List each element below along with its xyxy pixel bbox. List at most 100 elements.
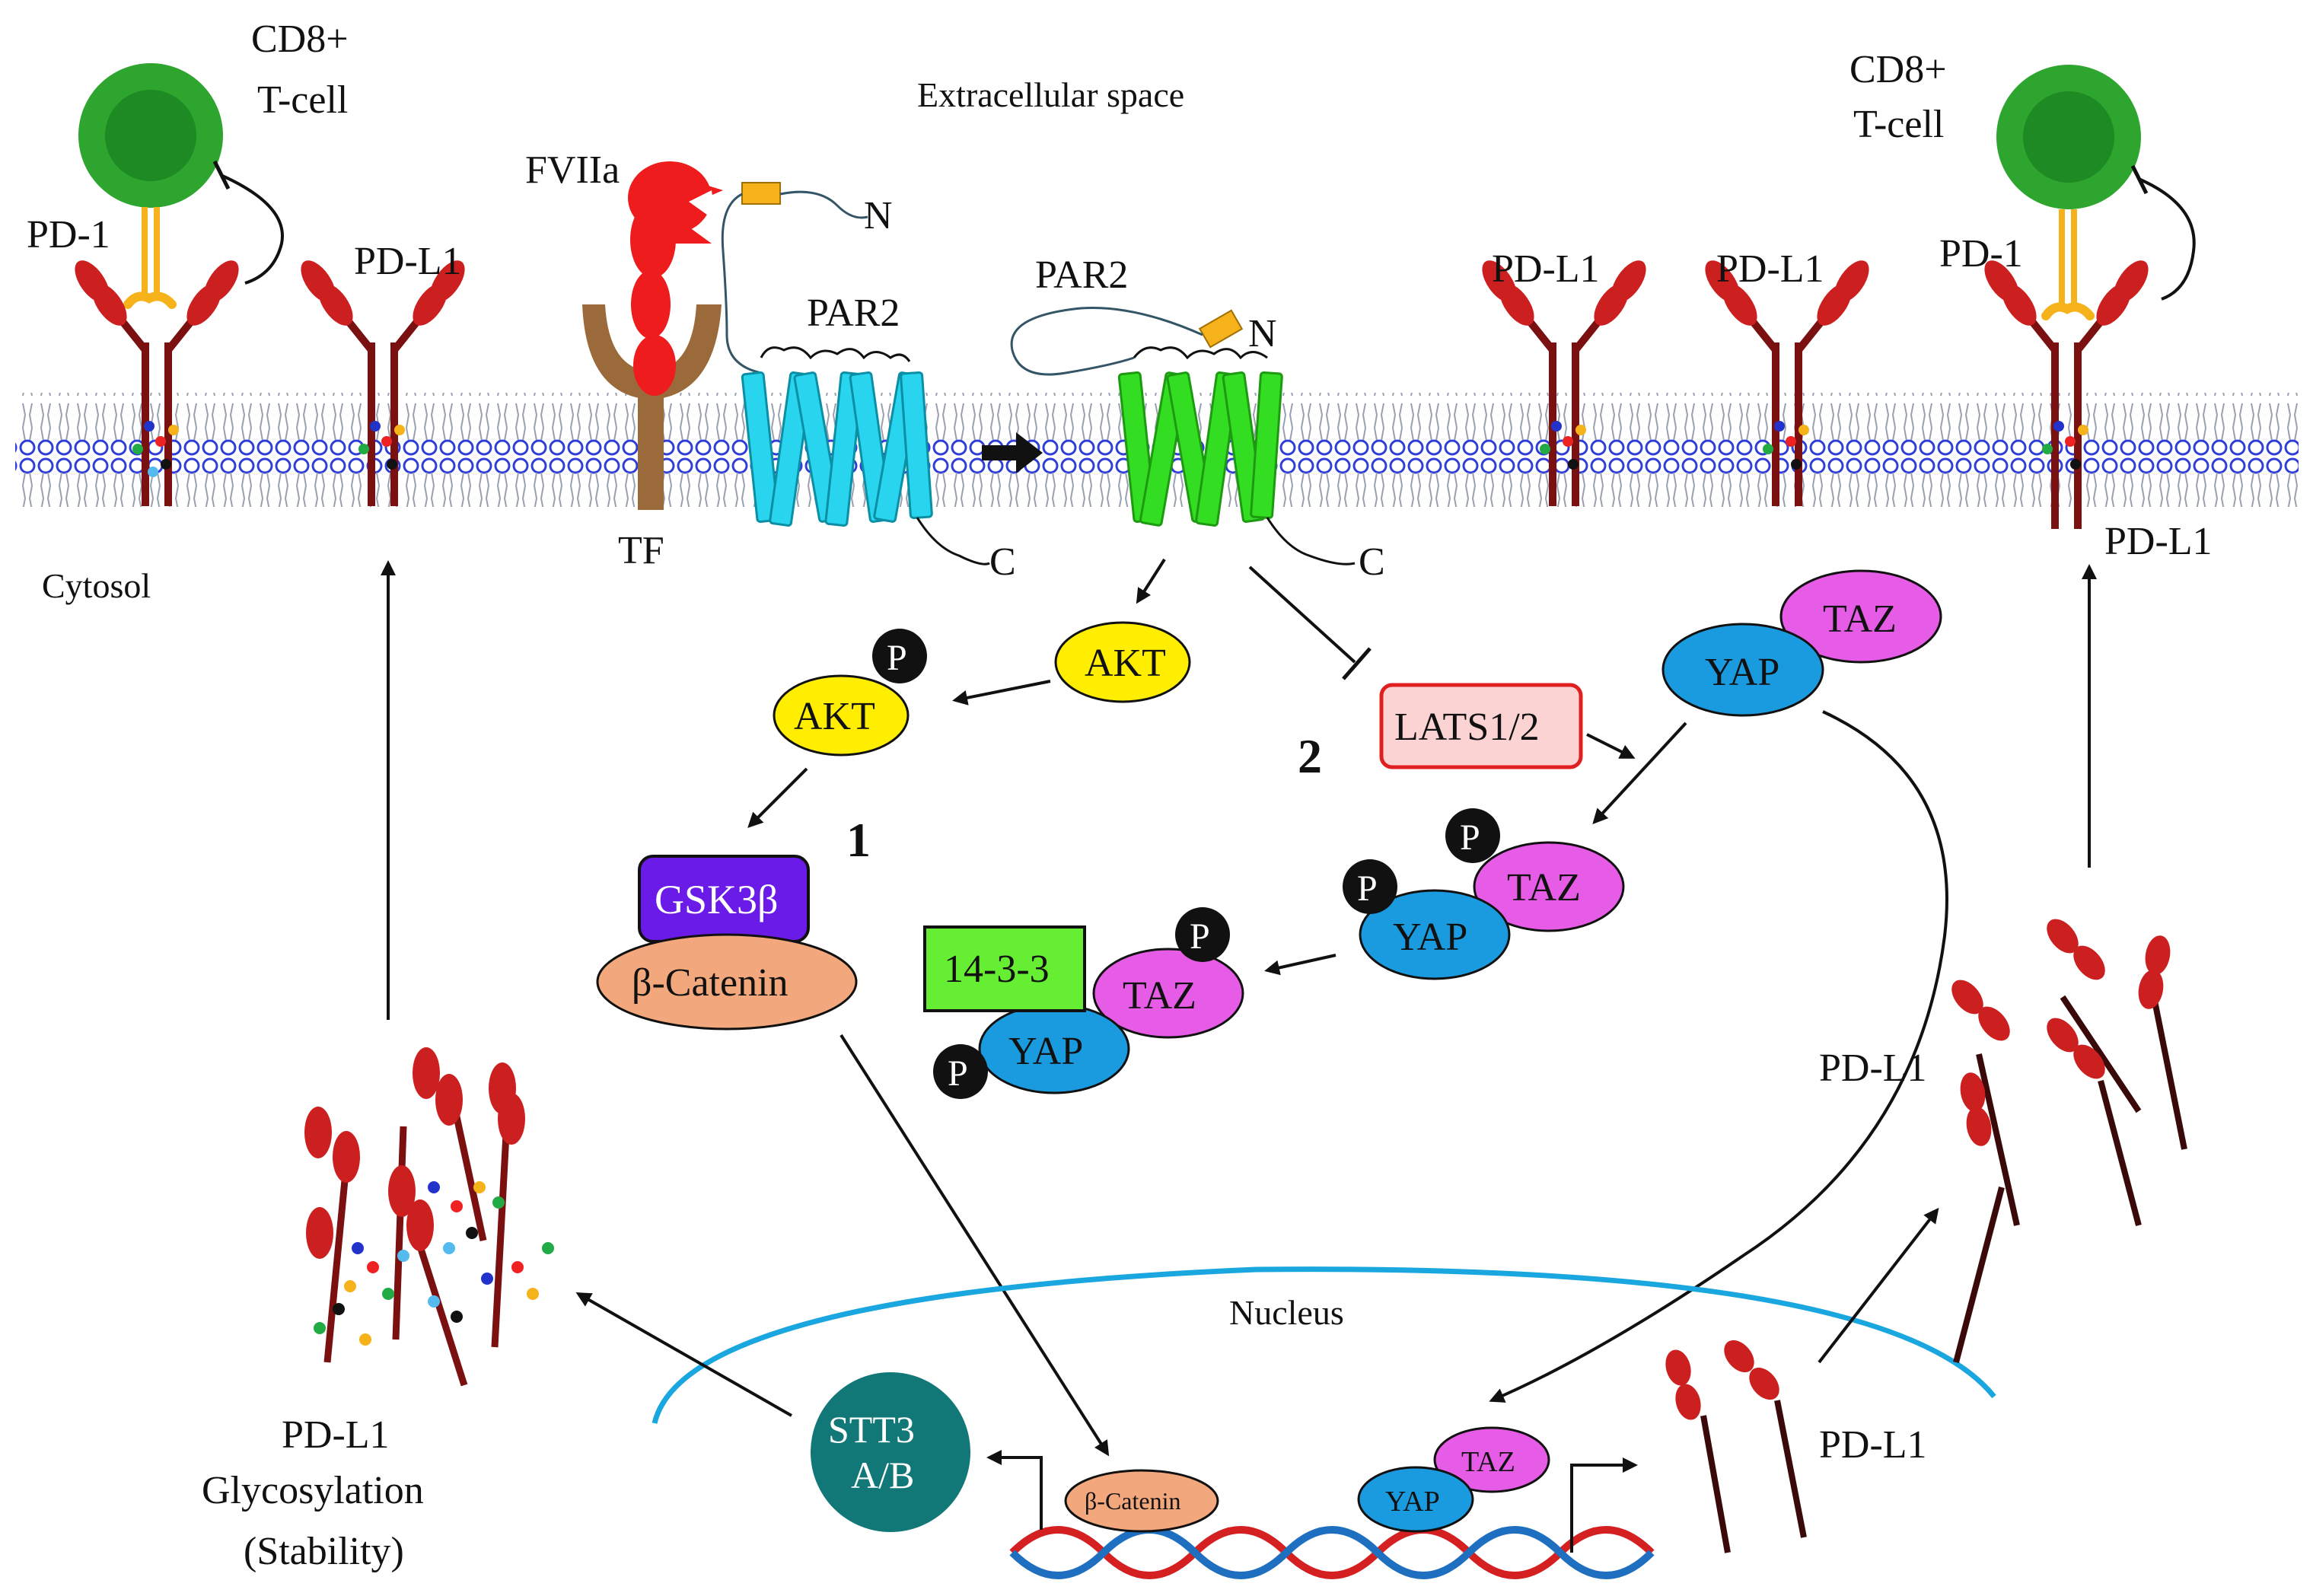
pdl1-label-cytosolic: PD-L1 — [1819, 1046, 1927, 1090]
tcell-right-label-2: T-cell — [1853, 103, 1944, 146]
stt3-label-2: A/B — [851, 1454, 914, 1496]
pd1-right-label: PD-1 — [1939, 232, 2023, 276]
pdl1-label-nascent: PD-L1 — [1819, 1423, 1927, 1467]
arrow-stt3-to-glyco — [575, 1292, 792, 1417]
par2-inactive-label: PAR2 — [807, 291, 900, 335]
pdl1-membrane-4 — [1705, 260, 1869, 506]
par2-active-label: PAR2 — [1035, 253, 1128, 297]
yap-phospho — [1359, 889, 1511, 980]
tcell-right: CD8+ T-cell — [1849, 48, 2141, 209]
par2-active-c-label: C — [1359, 540, 1385, 584]
arrow-bcatenin-to-nucleus — [839, 1034, 1110, 1457]
stt3-label-1: STT3 — [828, 1408, 915, 1451]
phospho-taz — [1445, 808, 1500, 863]
taz-1433 — [1092, 948, 1244, 1039]
lats-label: LATS1/2 — [1394, 706, 1540, 749]
nascent-pdl1-nuclear — [1665, 1340, 1807, 1553]
glycosylated-pdl1-cluster — [304, 1047, 554, 1387]
tf-label: TF — [618, 529, 664, 572]
taz-phospho-label: TAZ — [1507, 866, 1581, 909]
extracellular-label: Extracellular space — [917, 75, 1184, 114]
akt-label: AKT — [1085, 642, 1166, 685]
tissue-factor — [582, 304, 722, 510]
arrow-yap-to-pyap — [1592, 722, 1687, 824]
fviia — [628, 161, 723, 396]
pdl1-membrane-1 — [75, 260, 239, 506]
yap-1433-label: YAP — [1008, 1030, 1083, 1073]
dna-strand-red — [1009, 1526, 1655, 1579]
par2-inactive-c-label: C — [989, 540, 1016, 584]
stt3-molecule — [811, 1372, 970, 1532]
pd1-left-label: PD-1 — [27, 213, 110, 256]
glyco-label-3: (Stability) — [244, 1530, 404, 1573]
tcell-right-label-1: CD8+ — [1849, 48, 1947, 91]
cytosol-label: Cytosol — [42, 566, 151, 605]
inhibit-par2-to-lats — [1248, 565, 1356, 664]
arrow-yap-to-nucleus — [1489, 710, 1948, 1403]
bcatenin-nuclear — [1064, 1469, 1219, 1533]
par2-active — [1010, 306, 1356, 565]
taz-nuclear — [1433, 1426, 1550, 1493]
arrow-pakt-to-gsk — [747, 767, 808, 828]
phospho-yap-1433 — [933, 1044, 988, 1099]
pd1-inhibition-left — [220, 174, 284, 285]
yap-nuclear-label: YAP — [1385, 1486, 1440, 1518]
taz-1433-label: TAZ — [1123, 974, 1196, 1018]
yap-free-label: YAP — [1705, 651, 1779, 694]
par2-inactive-n-label: N — [864, 194, 893, 237]
pathway-1-label: 1 — [846, 813, 871, 867]
glyco-label-1: PD-L1 — [282, 1413, 390, 1457]
arrow-nascent-to-cytosol — [1818, 1207, 1939, 1364]
bcatenin-nuclear-label: β-Catenin — [1085, 1487, 1180, 1515]
phospho-akt-label: P — [887, 638, 907, 678]
tcell-left-label-2: T-cell — [257, 78, 348, 122]
phospho-taz-1433 — [1175, 907, 1230, 962]
activation-arrow — [982, 432, 1043, 473]
pdl1-label-left: PD-L1 — [354, 240, 462, 283]
transcription-arrow-pdl1 — [1570, 1457, 1638, 1553]
par2-inactive — [721, 182, 990, 565]
pd1-receptor-left — [123, 207, 177, 309]
inhibition-bar-left — [212, 160, 231, 190]
transcription-arrow-stt3 — [986, 1450, 1043, 1530]
pdl1-label-r1: PD-L1 — [1492, 247, 1600, 291]
phospho-yap-1433-label: P — [948, 1053, 968, 1094]
yap-nuclear — [1357, 1466, 1474, 1533]
taz-free — [1779, 569, 1942, 664]
pdl1-membrane-5 — [1984, 260, 2149, 529]
gsk3b-label: GSK3β — [655, 877, 779, 922]
pakt-label: AKT — [794, 695, 875, 738]
bcatenin-molecule — [596, 933, 858, 1031]
pdl1-membrane-2 — [301, 260, 465, 506]
dna-strand-blue — [1009, 1526, 1655, 1579]
taz-phospho — [1473, 841, 1625, 932]
bcatenin-label: β-Catenin — [632, 961, 789, 1005]
taz-nuclear-label: TAZ — [1461, 1446, 1515, 1478]
fourteen33-box — [923, 925, 1086, 1012]
pdl1-label-r3: PD-L1 — [2104, 520, 2213, 563]
pathway-2-label: 2 — [1298, 729, 1322, 783]
pakt-molecule — [773, 674, 910, 757]
fviia-label: FVIIa — [525, 148, 620, 192]
arrow-par2-to-akt — [1136, 558, 1166, 604]
arrow-lats-to-yap — [1586, 733, 1636, 759]
arrow-akt-to-pakt — [952, 680, 1051, 706]
tcell-left: CD8+ T-cell — [78, 18, 349, 208]
pd1-inhibition-right — [2138, 177, 2196, 301]
nucleus-label: Nucleus — [1229, 1293, 1344, 1332]
taz-free-label: TAZ — [1823, 597, 1897, 641]
glyco-label-2: Glycosylation — [202, 1469, 424, 1512]
yap-phospho-label: YAP — [1393, 916, 1467, 959]
inhibition-bar-right — [2130, 164, 2149, 195]
cytosolic-pdl1-group — [1951, 919, 2187, 1364]
arrow-pyap-to-1433 — [1264, 954, 1337, 976]
phospho-taz-1433-label: P — [1190, 916, 1210, 957]
nuclear-envelope — [652, 1266, 1996, 1424]
phospho-akt — [872, 629, 927, 683]
pdl1-label-r2: PD-L1 — [1716, 247, 1824, 291]
inhibit-bar-lats — [1342, 647, 1372, 680]
lats-box — [1379, 683, 1583, 769]
phospho-yap — [1343, 859, 1397, 914]
akt-molecule — [1054, 621, 1191, 703]
